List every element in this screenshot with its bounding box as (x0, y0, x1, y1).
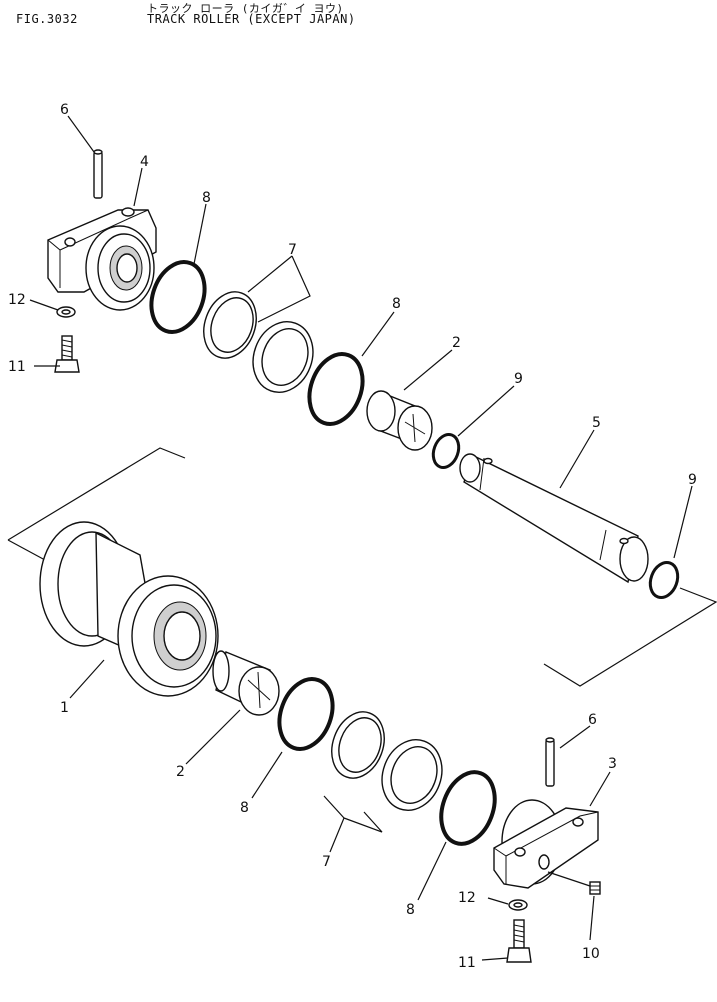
callout-8-top-left: 8 (202, 190, 211, 206)
seal-part-7-d (381, 739, 443, 811)
callout-2-top: 2 (452, 335, 461, 351)
washer-part-12-bottom (508, 899, 528, 911)
o-ring-part-8-a (149, 260, 207, 334)
assembly-outline-right (543, 587, 717, 687)
o-ring-part-8-c (277, 677, 335, 751)
assembly-outline-left (7, 447, 186, 561)
callout-11-top: 11 (8, 359, 26, 375)
callout-5: 5 (592, 415, 601, 431)
callout-12-bottom: 12 (458, 890, 476, 906)
pin-part-6-bottom (545, 737, 555, 787)
callout-8-bottom-right: 8 (406, 902, 415, 918)
seal-part-7-a (203, 291, 257, 359)
callout-8-bottom-left: 8 (240, 800, 249, 816)
bolt-part-11-bottom (506, 919, 532, 963)
figure-number: FIG.3032 (16, 12, 78, 26)
callout-10: 10 (582, 946, 600, 962)
callout-7-bottom: 7 (322, 854, 331, 870)
o-ring-part-9-a (431, 433, 461, 469)
o-ring-part-8-b (307, 352, 365, 426)
japanese-title: トラック ローラ (カイガ゛イ ヨウ) (147, 2, 344, 15)
seal-part-7-c (331, 711, 385, 779)
callout-12-top: 12 (8, 292, 26, 308)
callout-6-top: 6 (60, 102, 69, 118)
pin-part-6-top (93, 149, 103, 199)
bracket-part-4 (47, 207, 157, 311)
leader-lines (29, 115, 693, 961)
callout-3: 3 (608, 756, 617, 772)
bolt-part-11-top (54, 335, 80, 373)
callout-1: 1 (60, 700, 69, 716)
callout-11-bottom: 11 (458, 955, 476, 971)
o-ring-part-9-b (648, 561, 680, 599)
bushing-part-2-bottom (212, 650, 280, 716)
shaft-part-5 (459, 453, 649, 584)
callout-8-top-mid: 8 (392, 296, 401, 312)
seal-part-7-b (252, 321, 314, 393)
callout-9-top: 9 (514, 371, 523, 387)
callout-2-bottom: 2 (176, 764, 185, 780)
bushing-part-2-top (366, 390, 433, 451)
track-roller-part-1 (39, 521, 219, 697)
o-ring-part-8-d (439, 770, 497, 846)
callout-4: 4 (140, 154, 149, 170)
callout-9-right: 9 (688, 472, 697, 488)
callout-7-top: 7 (288, 242, 297, 258)
callout-6-bottom: 6 (588, 712, 597, 728)
bracket-part-3 (493, 799, 599, 889)
plug-part-10 (589, 881, 601, 895)
diagram-title: TRACK ROLLER (EXCEPT JAPAN) (147, 12, 356, 26)
washer-part-12-top (56, 306, 76, 318)
